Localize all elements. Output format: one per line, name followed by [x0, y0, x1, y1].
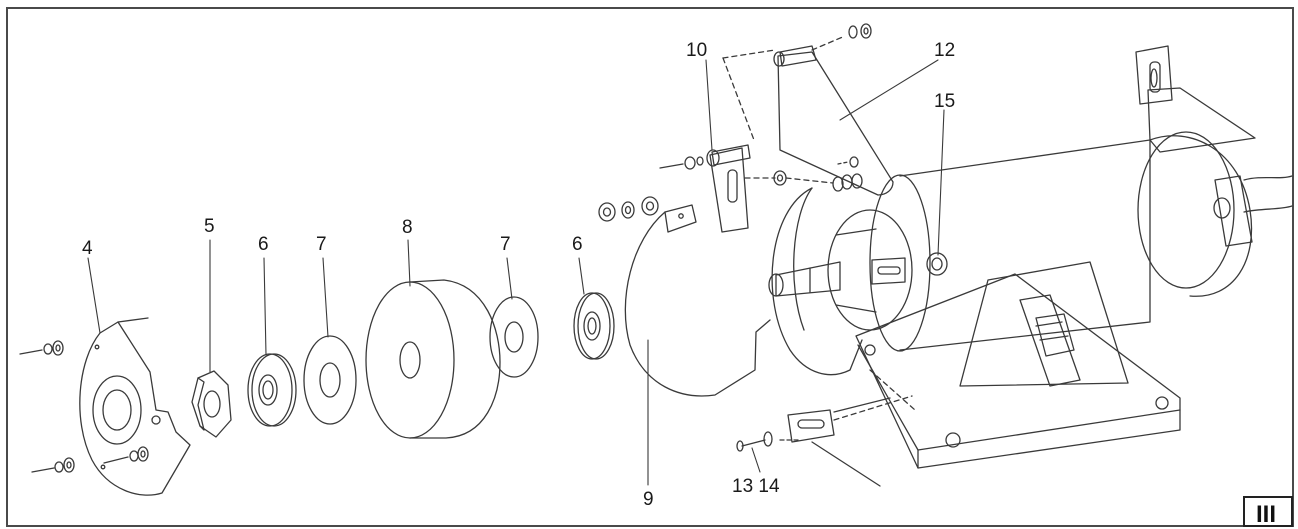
label-part-5: 5 [204, 216, 215, 237]
part-10-eye-shield-bracket [659, 144, 863, 233]
part-5-hex-nut [191, 370, 232, 438]
label-part-6-left: 6 [258, 234, 269, 255]
diagram-frame [6, 7, 1294, 527]
label-part-7-left: 7 [316, 234, 327, 255]
label-part-6-right: 6 [572, 234, 583, 255]
label-part-12: 12 [934, 40, 955, 61]
part-labels: 4 5 6 7 8 7 6 9 10 12 15 13 14 [82, 40, 955, 510]
part-12-eye-shield [722, 23, 894, 196]
label-part-4: 4 [82, 238, 93, 259]
grinder-motor-body [768, 45, 1293, 469]
label-part-7-right: 7 [500, 234, 511, 255]
part-13-14-tool-rest [736, 369, 916, 487]
part-7-washer-right [489, 296, 539, 378]
label-part-8: 8 [402, 217, 413, 238]
part-7-washer-left [303, 335, 357, 425]
part-4-guard-cover [19, 317, 191, 496]
label-part-10: 10 [686, 40, 707, 61]
label-part-13-14: 13 14 [732, 476, 780, 497]
figure-badge: III [1243, 496, 1293, 528]
label-part-9: 9 [643, 489, 654, 510]
part-6-flange-right [573, 292, 615, 360]
label-part-15: 15 [934, 91, 955, 112]
figure-badge-label: III [1256, 501, 1276, 528]
part-6-flange-left [247, 353, 297, 427]
part-9-guard-band [598, 196, 771, 397]
leader-lines [87, 59, 945, 486]
